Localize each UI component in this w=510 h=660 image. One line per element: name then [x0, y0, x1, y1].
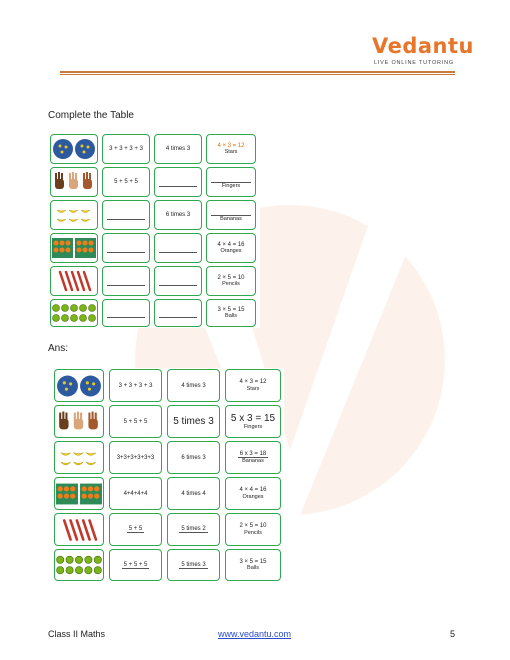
times-cell: 6 times 3 [154, 200, 202, 230]
times-cell: 4 times 4 [167, 477, 220, 510]
footer-website-link[interactable]: www.vedantu.com [218, 629, 292, 639]
vedantu-logo: Vedantu LIVE ONLINE TUTORING [372, 34, 474, 67]
times-cell [154, 233, 202, 263]
times-cell: 5 times 3 [167, 405, 220, 438]
pencils-icon [58, 270, 92, 292]
row-image [54, 441, 104, 474]
addition-cell [102, 299, 150, 327]
row-image [54, 405, 104, 438]
brand-tagline: LIVE ONLINE TUTORING [374, 60, 454, 66]
answer-heading: Ans: [48, 343, 69, 354]
balls-icon [52, 304, 96, 322]
blank-line [211, 174, 251, 184]
header-divider [60, 71, 455, 73]
times-cell: 4 times 3 [154, 134, 202, 164]
blank-line [107, 309, 145, 318]
blank-line [107, 244, 145, 253]
blank-line [159, 309, 197, 318]
blank-line [159, 277, 197, 286]
row-image [54, 549, 104, 581]
bananas-icon [56, 209, 91, 222]
footer-subject: Class II Maths [48, 629, 106, 639]
row-image [54, 369, 104, 402]
bananas-icon [60, 451, 96, 465]
blank-line [107, 211, 145, 220]
row-image [50, 167, 98, 197]
times-cell [154, 299, 202, 327]
mult-cell: Bananas [206, 200, 256, 230]
header-divider-thin [60, 74, 455, 75]
row-image [50, 299, 98, 327]
times-cell [154, 266, 202, 296]
balls-icon [56, 555, 102, 575]
addition-cell: 3 + 3 + 3 + 3 [109, 369, 162, 402]
row-image [54, 513, 104, 546]
row-image [50, 266, 98, 296]
addition-cell [102, 266, 150, 296]
hands-icon [59, 411, 98, 429]
brand-name: Vedantu [372, 34, 474, 58]
addition-cell: 5 + 5 + 5 [109, 405, 162, 438]
question-heading: Complete the Table [48, 110, 134, 121]
times-cell: 5 times 2 [167, 513, 220, 546]
addition-cell [102, 200, 150, 230]
row-image [50, 200, 98, 230]
page-number: 5 [450, 629, 456, 639]
addition-cell: 5 + 5 [109, 513, 162, 546]
times-cell [154, 167, 202, 197]
row-image [50, 233, 98, 263]
blank-line [159, 244, 197, 253]
oranges-icon [56, 483, 102, 504]
blank-line [159, 178, 197, 187]
times-cell: 5 times 3 [167, 549, 220, 581]
row-image [50, 134, 98, 164]
addition-cell: 5 + 5 + 5 [102, 167, 150, 197]
mult-cell: Fingers [206, 167, 256, 197]
addition-cell: 3 + 3 + 3 + 3 [102, 134, 150, 164]
addition-cell: 4+4+4+4 [109, 477, 162, 510]
row-image [54, 477, 104, 510]
addition-cell: 3+3+3+3+3+3 [109, 441, 162, 474]
times-cell: 4 times 3 [167, 369, 220, 402]
addition-cell: 5 + 5 + 5 [109, 549, 162, 581]
buttons-icon [57, 375, 101, 396]
addition-cell [102, 233, 150, 263]
blank-line [211, 207, 251, 217]
buttons-icon [53, 139, 95, 159]
times-cell: 6 times 3 [167, 441, 220, 474]
blank-line [107, 277, 145, 286]
oranges-icon [52, 238, 96, 258]
pencils-icon [62, 518, 98, 541]
hands-icon [55, 172, 92, 189]
